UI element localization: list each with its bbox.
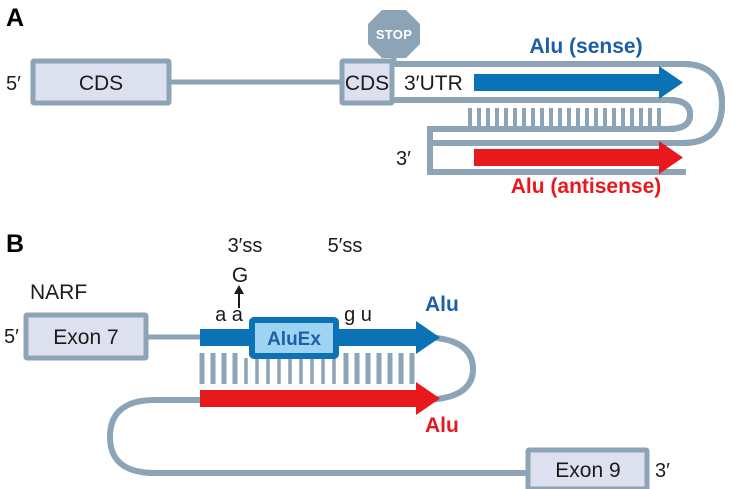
cds-box-right-rect: [339, 58, 395, 106]
panel-b-letter: B: [6, 230, 24, 258]
cds-box-left: CDS: [30, 58, 172, 106]
donor-bases-label: g u: [344, 304, 372, 326]
acceptor-bases-label: a a: [215, 304, 244, 326]
exon-7-label: Exon 7: [53, 326, 118, 349]
alu-sense-label-b: Alu: [425, 293, 459, 316]
panel-a-letter: A: [6, 4, 24, 32]
exon-9-box: Exon 9: [525, 447, 650, 489]
alu-antisense-arrow-b-head: [416, 382, 440, 415]
stop-sign-label: STOP: [376, 27, 412, 42]
alu-antisense-arrow-b-body: [200, 390, 422, 407]
alu-sense-arrow-a-head: [659, 66, 683, 99]
panel-a: A: [6, 4, 726, 198]
panel-a-inner-strand: [389, 97, 694, 132]
mutation-arrow-head: [234, 285, 244, 294]
exon-7-box: Exon 7: [23, 312, 149, 361]
aluex-label: AluEx: [267, 329, 321, 350]
utr-label: 3′UTR: [404, 72, 463, 95]
mutation-up-arrow-icon: [234, 285, 244, 308]
alu-antisense-label-a: Alu (antisense): [511, 175, 662, 198]
cds-box-right: CDS: [339, 58, 395, 106]
panel-b-three-prime-label: 3′: [655, 460, 670, 482]
panel-a-three-prime-label: 3′: [396, 148, 411, 170]
alu-sense-arrow-b-head: [416, 321, 440, 354]
panel-b: B NARF 5′: [4, 230, 670, 489]
alu-antisense-arrow-b: [200, 382, 440, 415]
cds-box-right-label: CDS: [345, 72, 389, 95]
alu-sense-label-a: Alu (sense): [529, 35, 642, 58]
stop-codon-marker: STOP: [368, 10, 420, 66]
mutation-base-g-label: G: [232, 264, 248, 287]
exon-9-label: Exon 9: [555, 459, 620, 482]
panel-b-basepair-ticks: [199, 353, 415, 384]
alu-sense-arrow-a: [474, 66, 683, 99]
panel-a-inner-loop-2: [668, 97, 694, 132]
alu-sense-arrow-a-body: [474, 74, 659, 91]
cds-box-left-label: CDS: [79, 72, 123, 95]
exon-7-rect: [23, 312, 149, 361]
alu-antisense-label-b: Alu: [425, 414, 459, 437]
cds-box-left-rect: [30, 58, 172, 106]
splice-site-3ss-label: 3′ss: [228, 235, 263, 257]
aluex-rect: [249, 317, 339, 359]
panel-b-left-loop-and-tail: [106, 397, 530, 476]
panel-b-right-loop: [419, 334, 477, 403]
exon-9-rect: [525, 447, 650, 489]
panel-a-inner-strand-2: [389, 97, 694, 132]
aluex-box: AluEx: [249, 317, 339, 359]
panel-a-outer-loop: [682, 61, 726, 146]
splice-site-5ss-label: 5′ss: [328, 235, 363, 257]
gene-name-label: NARF: [30, 281, 87, 304]
alu-antisense-arrow-a-body: [474, 149, 659, 166]
stop-sign-octagon-icon: [368, 10, 420, 58]
panel-a-basepair-ticks: [468, 108, 661, 126]
panel-a-five-prime-label: 5′: [6, 73, 21, 95]
alu-antisense-arrow-a: [474, 141, 683, 174]
alu-antisense-arrow-a-head: [659, 141, 683, 174]
panel-b-five-prime-label: 5′: [4, 326, 19, 348]
